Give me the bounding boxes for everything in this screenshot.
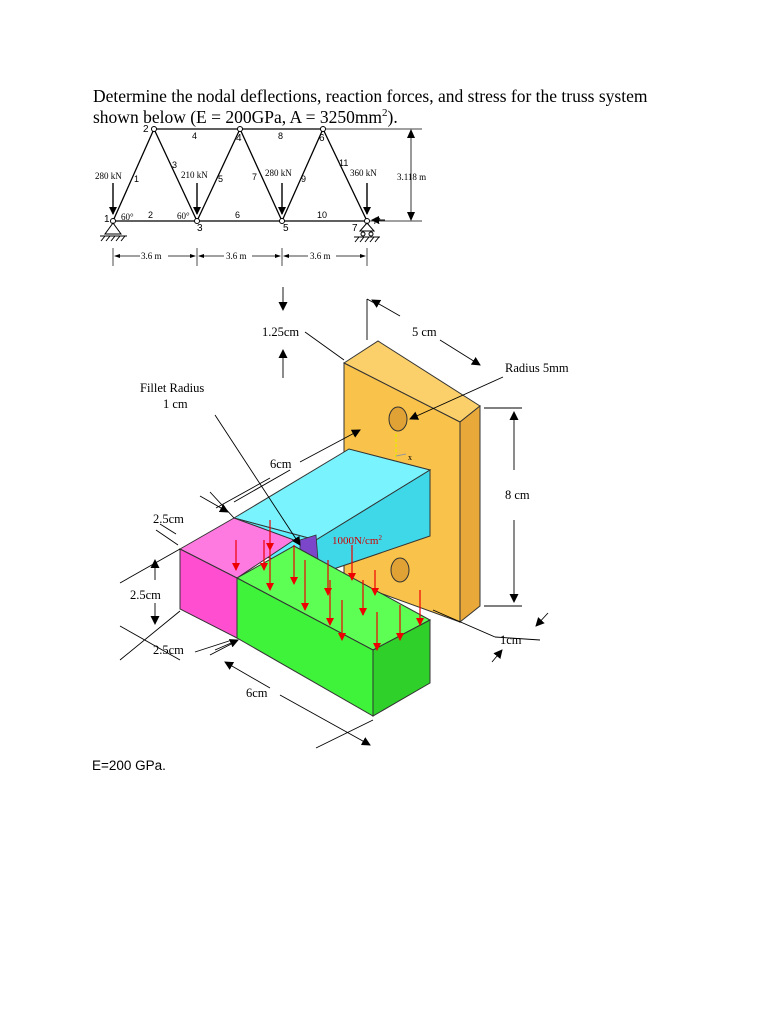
- angle-label: 60°: [121, 212, 134, 222]
- load-label: 280 kN: [95, 171, 122, 181]
- node-number: 2: [143, 124, 149, 135]
- load-label: 360 kN: [350, 168, 377, 178]
- element-number: 4: [192, 131, 197, 141]
- footer-note: E=200 GPa.: [92, 758, 166, 773]
- span-label: 3.6 m: [141, 251, 162, 261]
- truss-figure: R 280 kN 210 kN 280 kN 360 kN 3.118 m 60…: [95, 124, 426, 266]
- pressure-label: 1000N/cm2: [332, 534, 382, 547]
- plate-width-label: 5 cm: [412, 325, 437, 339]
- element-number: 3: [172, 160, 177, 170]
- truss-member: [239, 128, 283, 222]
- truss-member: [281, 128, 324, 222]
- element-number: 9: [301, 174, 306, 184]
- height-label: 2.5cm: [130, 588, 161, 602]
- load-label: 280 kN: [265, 168, 292, 178]
- problem-line-1: Determine the nodal deflections, reactio…: [93, 86, 648, 106]
- node-number: 5: [283, 223, 289, 234]
- lower-arm: [235, 545, 432, 717]
- plate-height-label: 8 cm: [505, 488, 530, 502]
- problem-line-2: shown below (E = 200GPa, A = 3250mm2).: [93, 107, 398, 127]
- element-number: 11: [339, 158, 348, 168]
- span-label: 3.6 m: [226, 251, 247, 261]
- angle-label: 60°: [177, 211, 190, 221]
- truss-member: [153, 128, 198, 222]
- node-number: 3: [197, 223, 203, 234]
- truss-member: [196, 128, 241, 222]
- axis-x-label: x: [408, 453, 412, 462]
- lower-arm-length-label: 6cm: [246, 686, 268, 700]
- element-number: 7: [252, 172, 257, 182]
- bolt-hole: [390, 557, 410, 583]
- node-number: 1: [104, 214, 110, 225]
- hole-radius-label: Radius 5mm: [505, 361, 569, 375]
- element-number: 2: [148, 210, 153, 220]
- upper-arm-length-label: 6cm: [270, 457, 292, 471]
- truss-member: [322, 128, 368, 222]
- corner-block: [178, 517, 296, 639]
- reaction-label: R: [374, 216, 381, 226]
- bolt-hole: [388, 406, 408, 432]
- load-label: 210 kN: [181, 170, 208, 180]
- fillet-label: 1 cm: [163, 397, 188, 411]
- pin-support: [100, 222, 127, 242]
- node-number: 6: [319, 133, 325, 144]
- element-number: 5: [218, 174, 223, 184]
- height-label: 3.118 m: [397, 172, 426, 182]
- width-label: 2.5cm: [153, 643, 184, 657]
- plate-thickness-label: 1cm: [500, 633, 522, 647]
- span-label: 3.6 m: [310, 251, 331, 261]
- node-number: 7: [352, 223, 358, 234]
- width-label: 2.5cm: [153, 512, 184, 526]
- thickness-label: 1.25cm: [262, 325, 299, 339]
- fillet-label: Fillet Radius: [140, 381, 204, 395]
- node-number: 4: [236, 133, 242, 144]
- roller-support: [354, 222, 380, 243]
- problem-statement: Determine the nodal deflections, reactio…: [93, 86, 693, 128]
- element-number: 10: [317, 210, 327, 220]
- element-number: 1: [134, 174, 139, 184]
- truss-member: [112, 128, 155, 222]
- element-number: 8: [278, 131, 283, 141]
- element-number: 6: [235, 210, 240, 220]
